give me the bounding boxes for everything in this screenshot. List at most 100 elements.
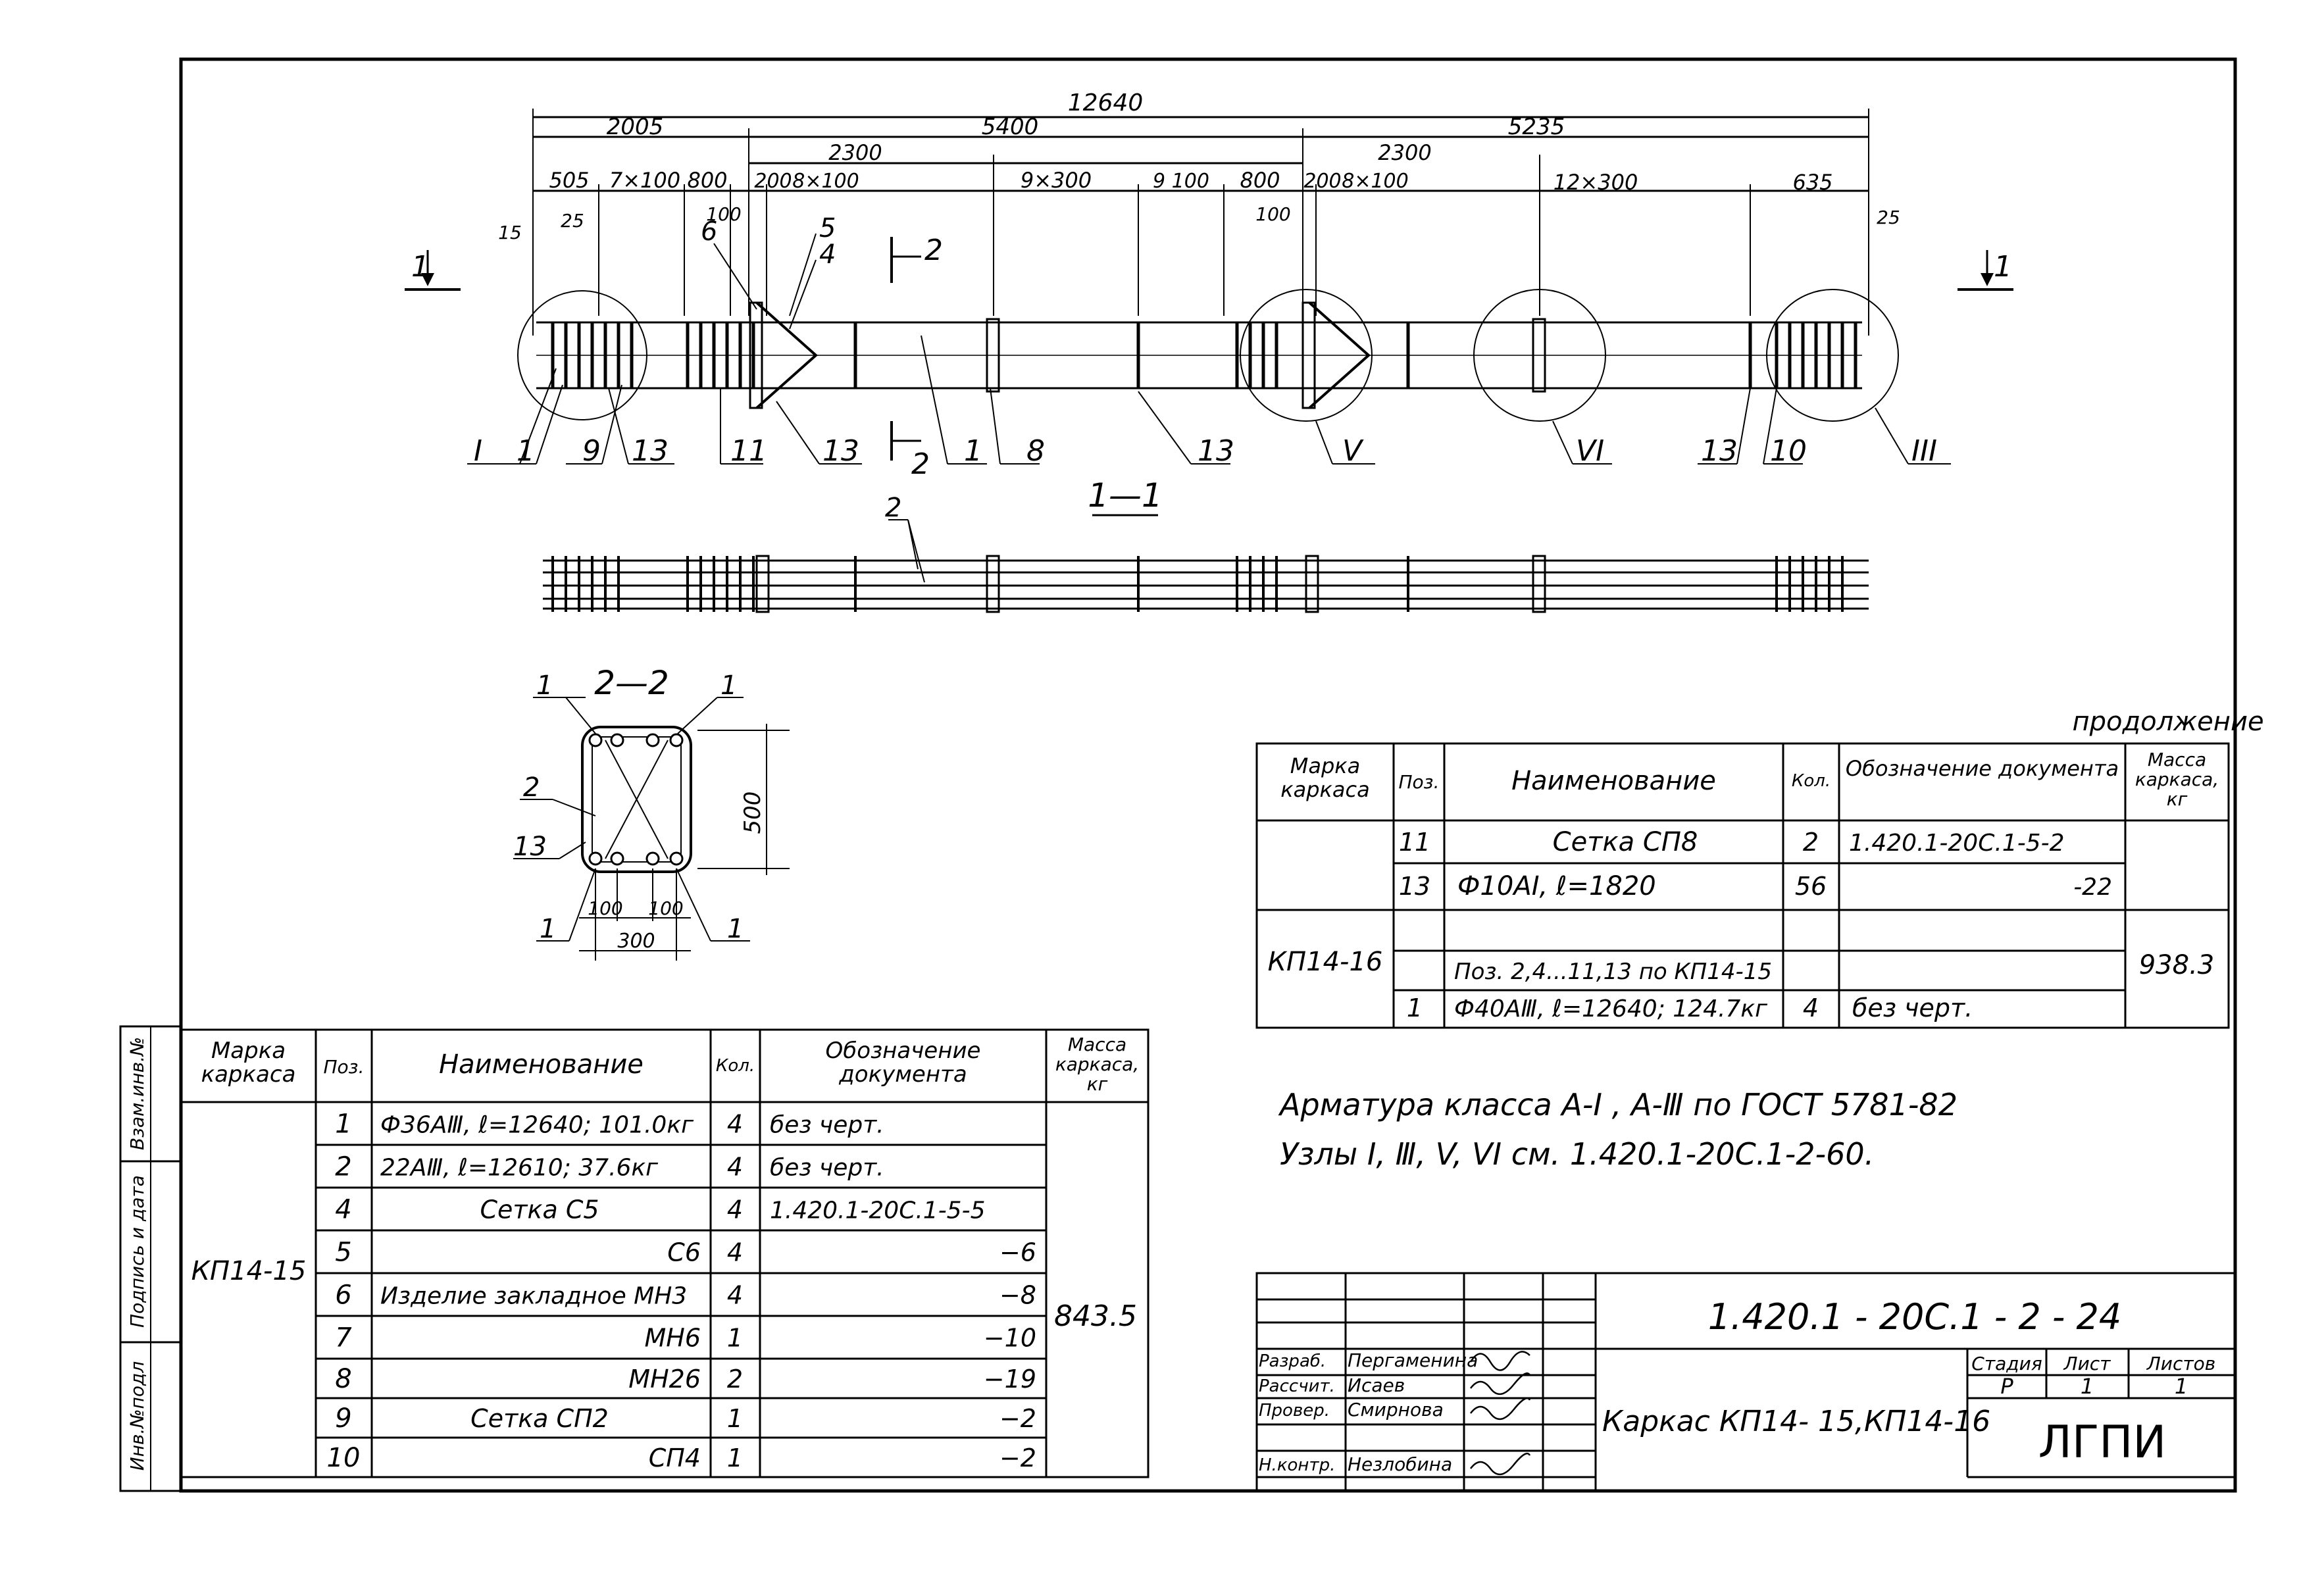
dim-200-left: 200	[754, 170, 792, 193]
spec-table-continuation: продолжение Марка каркаса Поз. Наименова…	[1255, 707, 2264, 1029]
name-developer: Пергаменина	[1348, 1349, 1478, 1371]
name-norm-control: Незлобина	[1348, 1453, 1452, 1475]
spec-main-header-pos: Поз.	[323, 1056, 365, 1078]
stamp-original-inv: Инв.№подл	[126, 1361, 148, 1471]
spec-main-row-qty: 4	[727, 1238, 743, 1267]
top-view: 12640 2005 5400 5235 2300 2300 505 7×100…	[405, 89, 2013, 516]
spec-main-row-qty: 2	[727, 1365, 743, 1394]
spec-cont-row5-name: Ф40АⅢ, ℓ=12640; 124.7кг	[1454, 995, 1768, 1022]
section-2-2: 2—2 500 100 100 300 1 1 2 1	[513, 664, 790, 961]
svg-text:2: 2	[911, 447, 930, 481]
section-mark-left: 1	[405, 250, 461, 291]
spec-cont-row1-qty: 2	[1803, 828, 1819, 857]
callout-pos-9: 9	[582, 434, 601, 468]
signature-marks	[1469, 1351, 1531, 1475]
section-dim-300: 300	[617, 930, 655, 953]
callout-pos-6: 6	[701, 216, 717, 247]
spec-main-row-name: СП4	[649, 1444, 701, 1472]
dim-635: 635	[1792, 170, 1832, 195]
spec-main-row-qty: 1	[727, 1404, 743, 1433]
spec-main-frame-mass: 843.5	[1054, 1299, 1137, 1333]
spec-main-row-pos: 4	[335, 1195, 351, 1225]
spec-cont-row4-name: Поз. 2,4...11,13 по КП14-15	[1454, 959, 1772, 985]
callout-pos-1-b: 1	[964, 434, 982, 468]
role-calculated: Рассчит.	[1259, 1376, 1335, 1396]
section-mark-right: 1	[1958, 250, 2013, 291]
spec-main-row-doc: −8	[999, 1281, 1036, 1310]
callout-pos-8: 8	[1026, 434, 1045, 468]
spec-cont-row5-doc: без черт.	[1852, 994, 1973, 1022]
dim-25-right: 25	[1877, 207, 1900, 228]
dim-8x100-right: 8×100	[1342, 170, 1408, 193]
role-checked: Провер.	[1259, 1401, 1330, 1421]
callout-pos-13-a: 13	[632, 434, 669, 468]
spec-main-row-doc: 1.420.1-20С.1-5-5	[770, 1197, 985, 1224]
svg-text:1: 1	[1994, 250, 2012, 284]
section-label-1-top-right: 1	[720, 670, 737, 701]
dim-2005: 2005	[607, 114, 664, 140]
callout-node-III: III	[1911, 434, 1937, 468]
dim-7x100: 7×100	[609, 168, 680, 193]
dim-100-a: 100	[706, 203, 741, 225]
title-block: 1.420.1 - 20С.1 - 2 - 24 Разраб. Рассчит…	[1255, 1272, 2236, 1492]
spec-main-row-name: Изделие закладное МН3	[380, 1283, 687, 1310]
dim-15: 15	[498, 222, 522, 243]
spec-main-row-qty: 4	[727, 1110, 743, 1139]
dim-200-right: 200	[1303, 170, 1341, 193]
dim-9100: 9 100	[1153, 170, 1209, 193]
dim-5235: 5235	[1508, 114, 1565, 140]
spec-cont-row2-pos: 13	[1399, 872, 1430, 901]
spec-cont-row1-doc: 1.420.1-20С.1-5-2	[1849, 830, 2064, 857]
spec-cont-row5-pos: 1	[1407, 994, 1423, 1022]
spec-cont-row2-qty: 56	[1795, 872, 1827, 901]
stamp-signature-date: Подпись и дата	[126, 1175, 148, 1328]
view-caption-1-1: 1—1	[1088, 476, 1163, 515]
callout-pos-4: 4	[819, 239, 836, 270]
callout-pos-13-c: 13	[1198, 434, 1234, 468]
spec-main-row-qty: 4	[727, 1195, 743, 1224]
spec-main-header-doc: Обозначение документа	[825, 1038, 981, 1088]
name-checked: Смирнова	[1348, 1399, 1444, 1421]
spec-main-row-pos: 10	[327, 1443, 361, 1473]
spec-main-row-doc: −2	[999, 1404, 1036, 1433]
node-circle-III	[1766, 289, 1899, 422]
spec-main-row-doc: без черт.	[770, 1112, 884, 1139]
section-dim-100-a: 100	[588, 897, 622, 919]
spec-main-row-qty: 4	[727, 1153, 743, 1182]
spec-cont-row2-name: Ф10АI, ℓ=1820	[1457, 871, 1656, 901]
side-stamps: Взам.инв.№ Подпись и дата Инв.№подл	[119, 1025, 182, 1492]
note-line-1: Арматура класса А-I , А-Ⅲ по ГОСТ 5781-8…	[1278, 1087, 1958, 1122]
section-label-1-bottom-left: 1	[540, 914, 556, 944]
note-line-2: Узлы I, Ⅲ, V, VI см. 1.420.1-20С.1-2-60.	[1280, 1136, 1874, 1172]
spec-table-main: Марка каркаса Поз. Наименование Кол. Обо…	[180, 1028, 1149, 1478]
spec-cont-header-doc: Обозначение документа	[1845, 756, 2119, 781]
dim-2300-left: 2300	[828, 140, 882, 165]
svg-text:2: 2	[924, 234, 943, 267]
spec-cont-header-mass: Масса каркаса, кг	[2135, 749, 2219, 810]
node-circle-I	[517, 290, 647, 420]
dim-8x100-left: 8×100	[792, 170, 859, 193]
name-calculated: Исаев	[1348, 1374, 1405, 1396]
section-height-500: 500	[740, 792, 766, 834]
spec-main-row-pos: 8	[335, 1364, 351, 1394]
dim-total: 12640	[1068, 89, 1144, 116]
spec-main-header-mass: Масса каркаса, кг	[1055, 1034, 1140, 1095]
drawing-name: Каркас КП14- 15,КП14-16	[1602, 1405, 1990, 1438]
node-circle-V	[1240, 289, 1373, 422]
sheet-label: Лист	[2063, 1353, 2111, 1374]
spec-main-row-name: Ф36АⅢ, ℓ=12640; 101.0кг	[380, 1112, 694, 1139]
spec-main-frame-mark: КП14-15	[191, 1256, 307, 1286]
spec-main-row-name: Сетка С5	[480, 1195, 599, 1224]
section-mark-2-top: 2	[890, 234, 943, 283]
callout-node-V: V	[1342, 434, 1364, 468]
section-dim-100-b: 100	[648, 897, 683, 919]
dim-505: 505	[549, 168, 589, 193]
spec-main-row-pos: 9	[335, 1403, 351, 1434]
sheets-label: Листов	[2146, 1353, 2216, 1374]
dim-12x300: 12×300	[1554, 170, 1638, 195]
section-2-2-title: 2—2	[594, 664, 669, 702]
section-mark-2-bottom: 2	[890, 421, 930, 481]
callout-pos-11: 11	[730, 434, 767, 468]
callout-pos-5: 5	[819, 213, 836, 243]
